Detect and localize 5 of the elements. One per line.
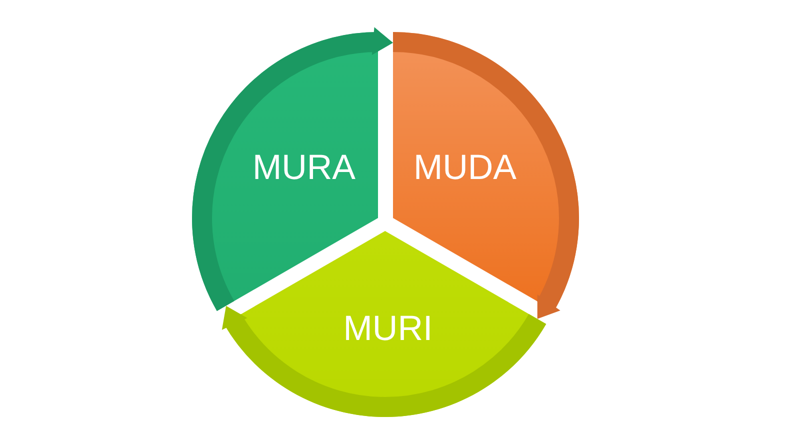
cycle-arrow bbox=[372, 27, 394, 56]
sector-label: MURI bbox=[343, 310, 433, 348]
pie-sector bbox=[224, 231, 547, 418]
sector-label: MURA bbox=[252, 148, 356, 188]
sector-label: MUDA bbox=[413, 148, 517, 188]
